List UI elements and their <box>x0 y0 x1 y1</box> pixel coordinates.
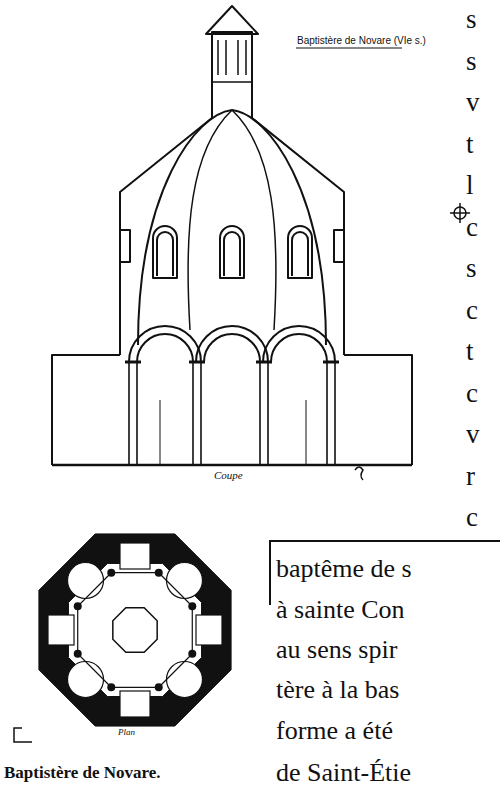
lantern-openings <box>212 40 252 82</box>
body-text-fragment: c <box>466 297 478 324</box>
upper-walls <box>120 118 344 355</box>
buttress <box>334 230 344 262</box>
text-frame <box>270 541 500 605</box>
body-text-fragment: c <box>466 504 478 531</box>
figure-label: Plan <box>118 728 135 737</box>
plan-apse <box>166 661 202 697</box>
figure-caption: Baptistère de Novare. <box>4 764 161 781</box>
plan-column <box>155 569 163 577</box>
window <box>220 226 244 278</box>
dome <box>138 110 326 345</box>
lantern <box>212 32 252 118</box>
section-drawing <box>52 6 412 465</box>
plan-apse <box>68 563 104 599</box>
body-text-fragment: v <box>466 421 480 448</box>
plan-drawing <box>39 534 231 726</box>
body-text-fragment: s <box>466 48 477 75</box>
plan-niche <box>120 691 150 717</box>
plan-column <box>74 650 82 658</box>
section-lines <box>160 400 306 465</box>
arch <box>129 326 201 362</box>
plan-column <box>107 683 115 691</box>
body-text-fragment: forme a été <box>276 718 393 744</box>
plan-interior <box>68 563 201 696</box>
body-text-fragment: à sainte Con <box>276 597 405 623</box>
plan-apse <box>68 661 104 697</box>
plan-column <box>107 569 115 577</box>
body-text-fragment: t <box>466 338 474 365</box>
lower-walls <box>52 355 412 465</box>
lantern-roof <box>206 6 258 34</box>
baptismal-font <box>113 608 157 652</box>
figure-label: Coupe <box>214 470 243 481</box>
body-text-fragment: tère à la bas <box>276 677 399 703</box>
window <box>153 226 177 278</box>
dome-ribs <box>188 110 276 330</box>
capitals <box>125 361 339 364</box>
body-text-fragment: s <box>466 6 477 33</box>
buttress <box>120 230 130 262</box>
plan-apse <box>166 563 202 599</box>
plan-column <box>155 683 163 691</box>
plan-column <box>188 650 196 658</box>
body-text-fragment: l <box>466 172 474 199</box>
arch <box>263 326 335 362</box>
ground-line <box>52 464 412 467</box>
body-text-fragment: c <box>466 380 478 407</box>
body-text-fragment: au sens spir <box>276 637 397 663</box>
plan-niche <box>120 543 150 569</box>
mark <box>14 728 32 742</box>
plan-ring <box>78 573 193 688</box>
body-text-fragment: s <box>466 255 477 282</box>
plan-wall <box>39 534 231 726</box>
plan-column <box>188 602 196 610</box>
arch <box>196 326 268 362</box>
plan-niche <box>196 615 222 645</box>
body-text-fragment: r <box>466 463 475 490</box>
body-text-fragment: t <box>466 131 474 158</box>
underline <box>296 48 402 49</box>
plan-column <box>74 602 82 610</box>
body-text-fragment: v <box>466 89 480 116</box>
columns <box>129 362 335 465</box>
body-text-fragment: c <box>466 214 478 241</box>
plan-niche <box>48 615 74 645</box>
window <box>288 226 312 278</box>
mark <box>355 467 363 480</box>
body-text-fragment: de Saint-Étie <box>276 760 411 786</box>
body-text-fragment: baptême de s <box>276 556 412 582</box>
page-marks <box>14 48 500 742</box>
figure-label: Baptistère de Novare (VIe s.) <box>297 36 426 46</box>
